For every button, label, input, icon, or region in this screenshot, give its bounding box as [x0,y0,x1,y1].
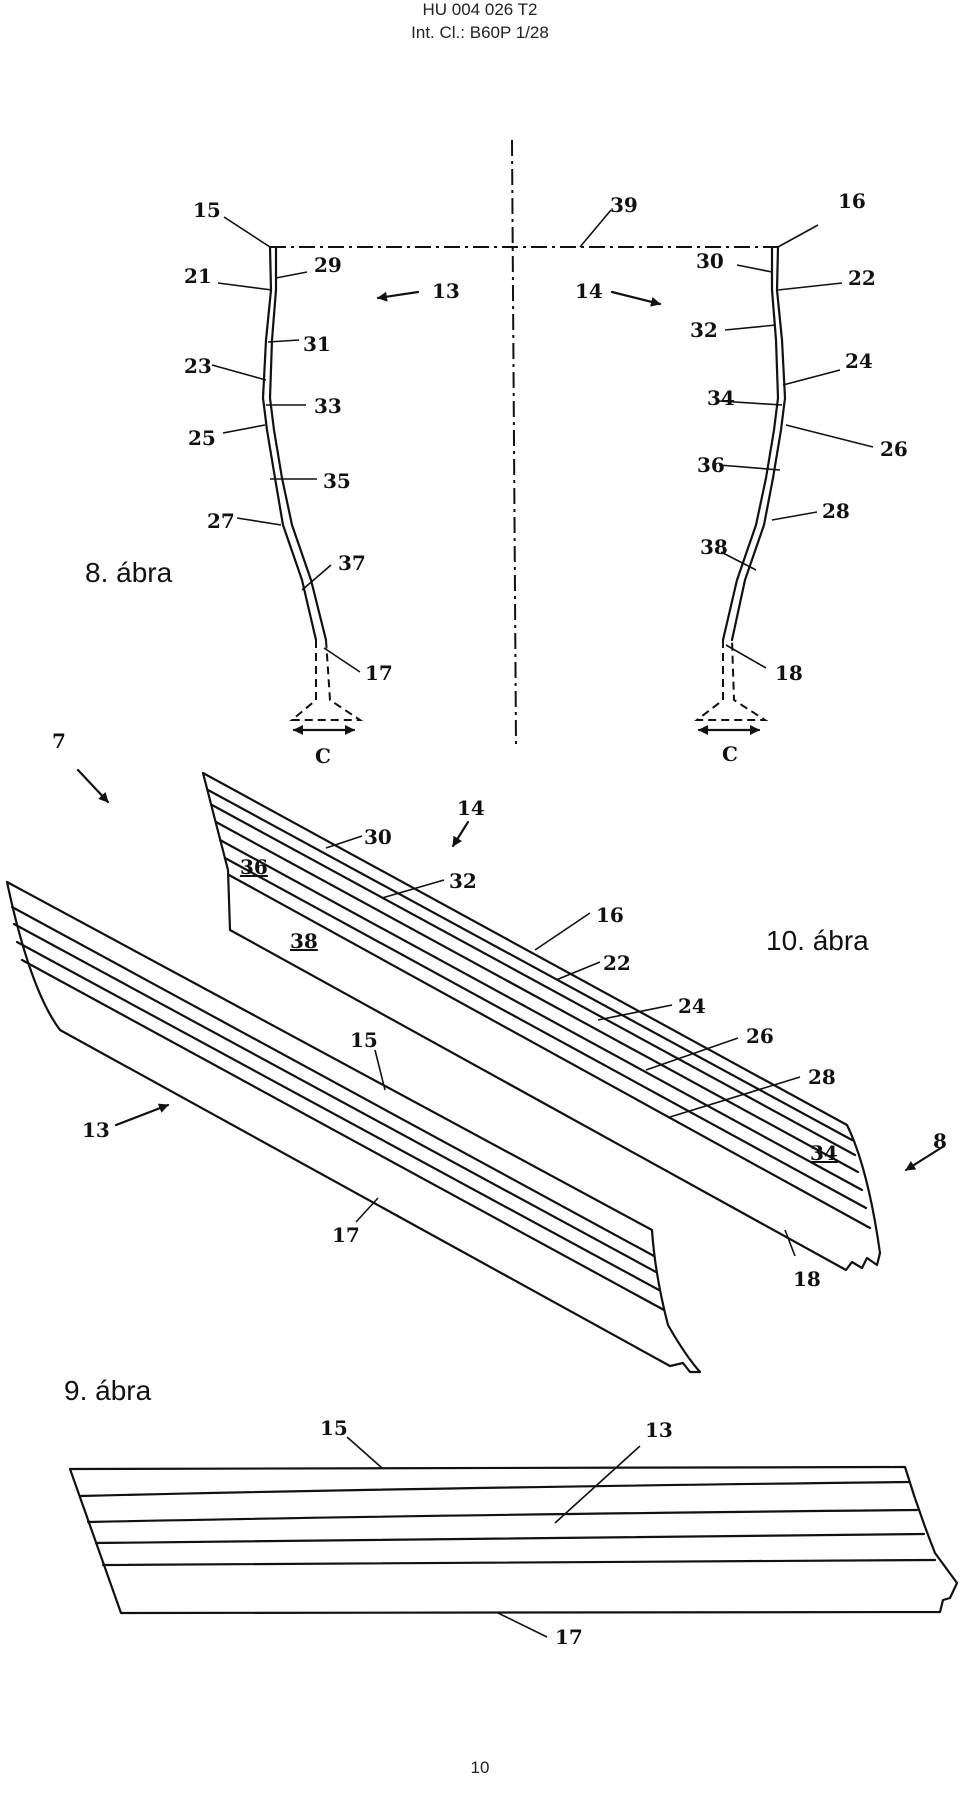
label-16: 16 [838,189,866,213]
right-dashed-extension [694,639,769,721]
right-profile-inner [721,245,780,642]
left-profile-outer [261,245,318,642]
label-c-left: C [315,744,331,768]
label-36: 36 [697,453,725,477]
label-31: 31 [303,332,331,356]
label-26: 26 [746,1024,774,1048]
label-21: 21 [184,264,212,288]
label-14: 14 [457,796,485,820]
arrow-13 [376,290,420,302]
label-30: 30 [696,249,724,273]
label-27: 27 [207,509,235,533]
label-34: 34 [810,1141,838,1165]
figure-10: 7 14 30 36 32 16 38 22 24 26 28 34 8 18 … [5,729,947,1374]
label-17: 17 [365,661,393,685]
part-14-outline [201,771,882,1272]
label-15: 15 [320,1416,348,1440]
label-23: 23 [184,354,212,378]
caption-fig8: 8. ábra [85,557,173,588]
label-16: 16 [596,903,624,927]
label-32: 32 [690,318,718,342]
label-38: 38 [290,929,318,953]
leader-17 [497,1612,548,1638]
center-axis [511,139,517,746]
part-13-flat-outline [68,1465,959,1615]
label-13: 13 [82,1118,110,1142]
label-26: 26 [880,437,908,461]
right-profile-outer [730,245,787,642]
label-18: 18 [793,1267,821,1291]
label-24: 24 [845,349,873,373]
leader-13 [554,1445,641,1524]
arrow-8 [904,1144,946,1172]
label-18: 18 [775,661,803,685]
classification: Int. Cl.: B60P 1/28 [411,23,549,42]
arrow-13 [114,1103,170,1127]
label-33: 33 [314,394,342,418]
label-38: 38 [700,535,728,559]
label-15: 15 [193,198,221,222]
arrow-14 [610,290,662,307]
label-8: 8 [933,1129,947,1153]
caption-fig10: 10. ábra [766,925,869,956]
label-25: 25 [188,426,216,450]
label-17: 17 [332,1223,360,1247]
label-29: 29 [314,253,342,277]
label-37: 37 [338,551,366,575]
label-36: 36 [240,855,268,879]
label-39: 39 [610,193,638,217]
label-35: 35 [323,469,351,493]
label-34: 34 [707,386,735,410]
label-7: 7 [52,729,66,753]
page-number: 10 [470,1758,490,1777]
label-24: 24 [678,994,706,1018]
label-22: 22 [603,951,631,975]
leaders-left [211,209,612,673]
patent-number: HU 004 026 T2 [422,0,538,19]
label-32: 32 [449,869,477,893]
label-15: 15 [350,1028,378,1052]
label-c-right: C [722,742,738,766]
figure-9: 9. ábra 15 13 17 [64,1375,959,1649]
leaders-right [718,224,874,669]
figure-8: 15 21 23 25 27 29 31 33 35 37 17 13 14 3… [85,139,908,768]
leaders-fig10 [325,835,801,1257]
leader-15 [346,1436,383,1469]
label-13: 13 [432,279,460,303]
label-28: 28 [808,1065,836,1089]
label-30: 30 [364,825,392,849]
label-22: 22 [848,266,876,290]
arrow-14 [451,820,470,848]
part-13-stripes [10,905,666,1312]
part-14-stripes [206,788,872,1230]
arrow-7 [76,768,110,804]
label-28: 28 [822,499,850,523]
label-17: 17 [555,1625,583,1649]
label-14: 14 [575,279,603,303]
left-profile-inner [268,245,328,642]
label-13: 13 [645,1418,673,1442]
left-dashed-extension [289,639,364,721]
part-13-flat-stripes [78,1480,937,1567]
part-13-outline [5,880,702,1374]
caption-fig9: 9. ábra [64,1375,152,1406]
